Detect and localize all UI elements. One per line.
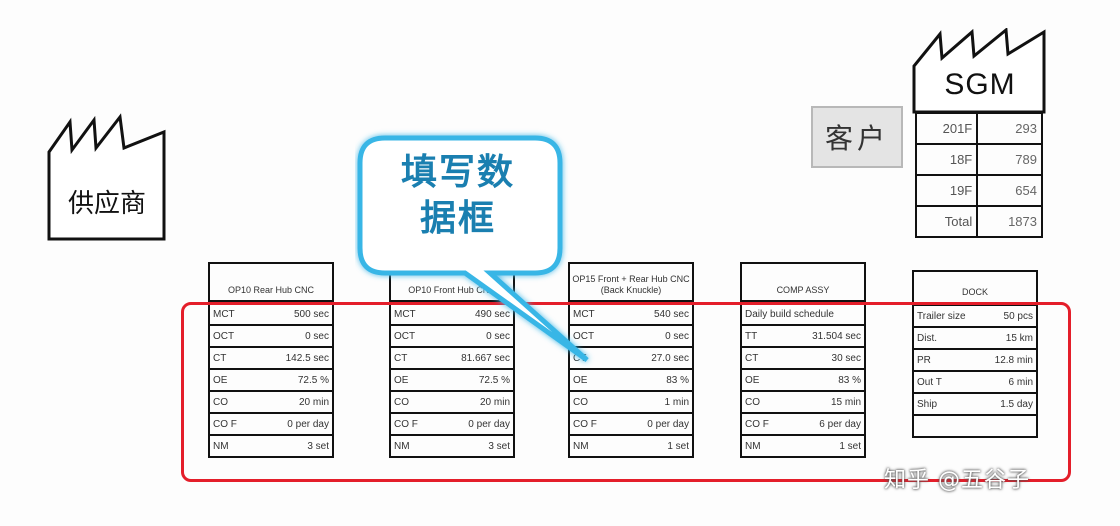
customer-factory-icon: [912, 28, 1046, 114]
callout-text: 填写数 据框: [372, 150, 544, 242]
watermark: 知乎 @五谷子: [884, 468, 1030, 493]
supplier-label: 供应商: [67, 189, 146, 219]
data-box-highlight: [181, 302, 1071, 482]
process-box-op15: OP15 Front + Rear Hub CNC (Back Knuckle)…: [568, 262, 694, 458]
process-title: OP10 Rear Hub CNC: [208, 262, 334, 302]
supplier-factory-icon: [46, 112, 168, 242]
process-title: OP15 Front + Rear Hub CNC (Back Knuckle): [568, 262, 694, 302]
callout-line-2: 据框: [419, 198, 496, 239]
callout-bubble: [355, 128, 605, 368]
customer-name: SGM: [944, 68, 1016, 101]
process-title: COMP ASSY: [740, 262, 866, 302]
callout-line-1: 填写数: [400, 152, 515, 193]
customer-label: 客户: [811, 106, 903, 168]
process-title: DOCK: [912, 270, 1038, 304]
